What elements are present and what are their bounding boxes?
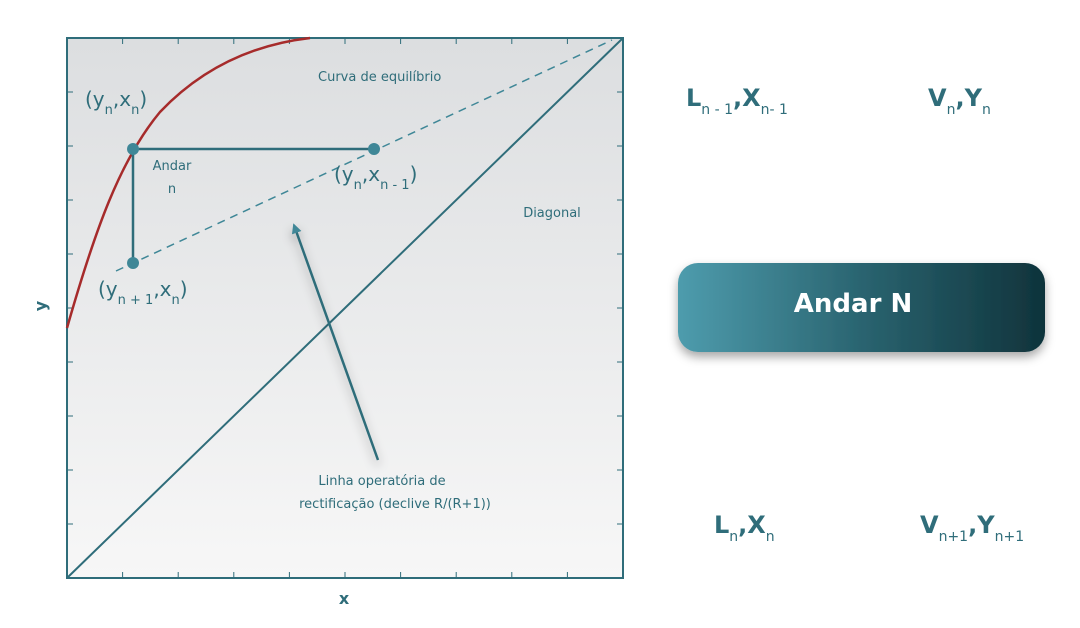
- x-axis-label: x: [339, 589, 350, 608]
- stage-label-1: Andar: [153, 159, 192, 174]
- operating-line-label-2: rectificação (declive R/(R+1)): [299, 497, 491, 512]
- operating-line-label-1: Linha operatória de: [318, 474, 445, 489]
- label-vapor-in: Vn+1,Yn+1: [920, 511, 1024, 545]
- diagonal-line: [66, 37, 624, 579]
- operating-line-pointer-arrow: [291, 223, 380, 461]
- label-liquid-in: Ln - 1,Xn- 1: [686, 84, 788, 118]
- curve-label: Curva de equilíbrio: [318, 70, 441, 85]
- equilibrium-curve: [65, 36, 311, 329]
- label-liquid-out: Ln,Xn: [714, 511, 775, 545]
- y-axis-label: y: [31, 300, 50, 311]
- point-yn-xn-1: [368, 143, 380, 155]
- point-label-yn1-xn: (yn + 1,xn): [98, 277, 188, 308]
- equilibrium-plot: Curva de equilíbrio Diagonal Linha opera…: [31, 36, 624, 608]
- stage-box-label: Andar N: [794, 289, 912, 319]
- stage-schematic: Andar N Ln - 1,Xn- 1 Vn,Yn Ln,Xn Vn+1,Yn…: [678, 84, 1045, 545]
- operating-line: [115, 39, 613, 272]
- point-yn-xn: [127, 143, 139, 155]
- point-yn1-xn: [127, 257, 139, 269]
- point-label-yn-xn-1: (yn,xn - 1): [334, 162, 417, 193]
- stage-label-2: n: [168, 182, 176, 197]
- axis-ticks: [67, 38, 623, 578]
- stage-box: [678, 263, 1045, 352]
- label-vapor-out: Vn,Yn: [928, 84, 991, 118]
- point-label-yn-xn: (yn,xn): [85, 87, 147, 118]
- diagonal-label: Diagonal: [523, 206, 581, 221]
